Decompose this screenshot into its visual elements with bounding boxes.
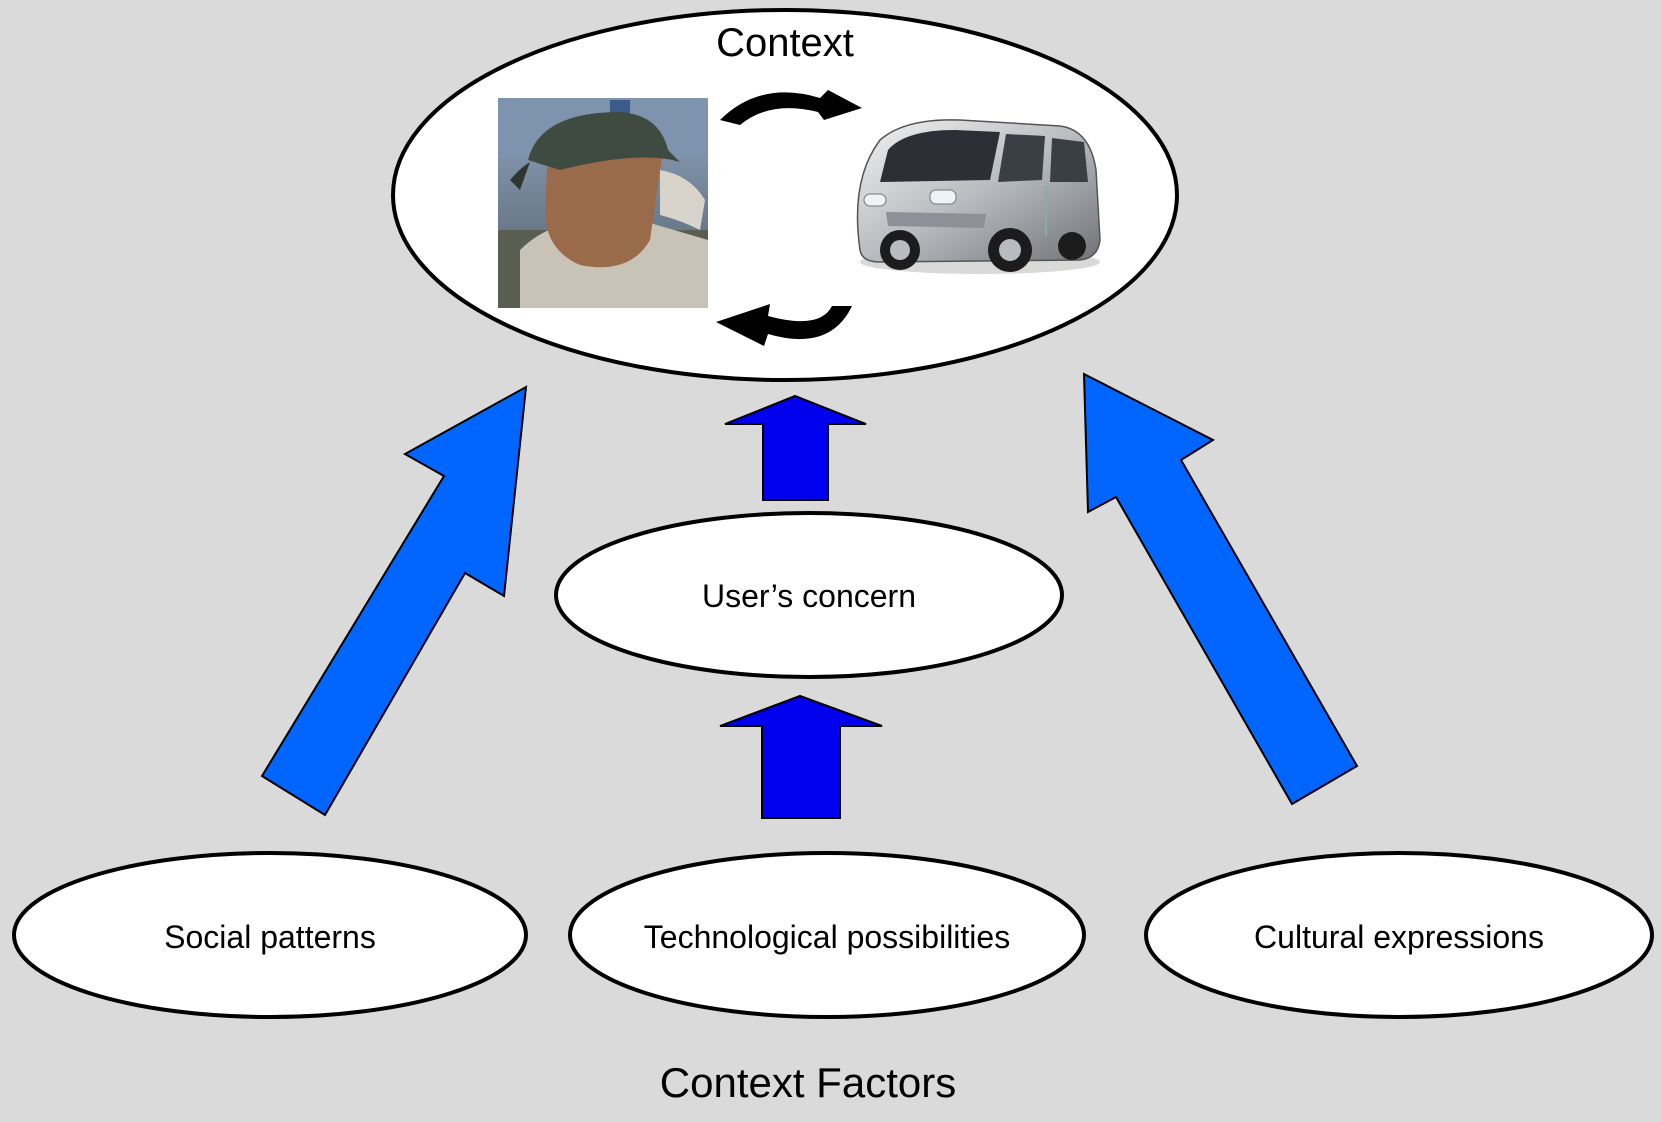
technological-possibilities-ellipse [568, 851, 1086, 1019]
cycle-arrow-bottom [716, 304, 852, 346]
social-patterns-label: Social patterns [164, 919, 376, 955]
car-photo [856, 119, 1101, 274]
users-concern-label: User’s concern [702, 578, 916, 614]
arrow-social-to-context [260, 385, 528, 817]
users-concern-ellipse [554, 511, 1064, 679]
context-title: Context [716, 21, 854, 65]
cycle-arrow-top [720, 90, 862, 125]
cultural-expressions-label: Cultural expressions [1254, 919, 1544, 955]
person-photo [498, 98, 708, 308]
arrow-concern-to-context [724, 394, 867, 501]
context-factors-caption: Context Factors [660, 1059, 956, 1106]
arrow-cultural-to-context [1082, 372, 1359, 806]
cultural-expressions-ellipse [1144, 851, 1654, 1019]
arrow-tech-to-concern [719, 694, 883, 819]
social-patterns-ellipse [12, 851, 528, 1019]
technological-possibilities-label: Technological possibilities [644, 919, 1010, 955]
